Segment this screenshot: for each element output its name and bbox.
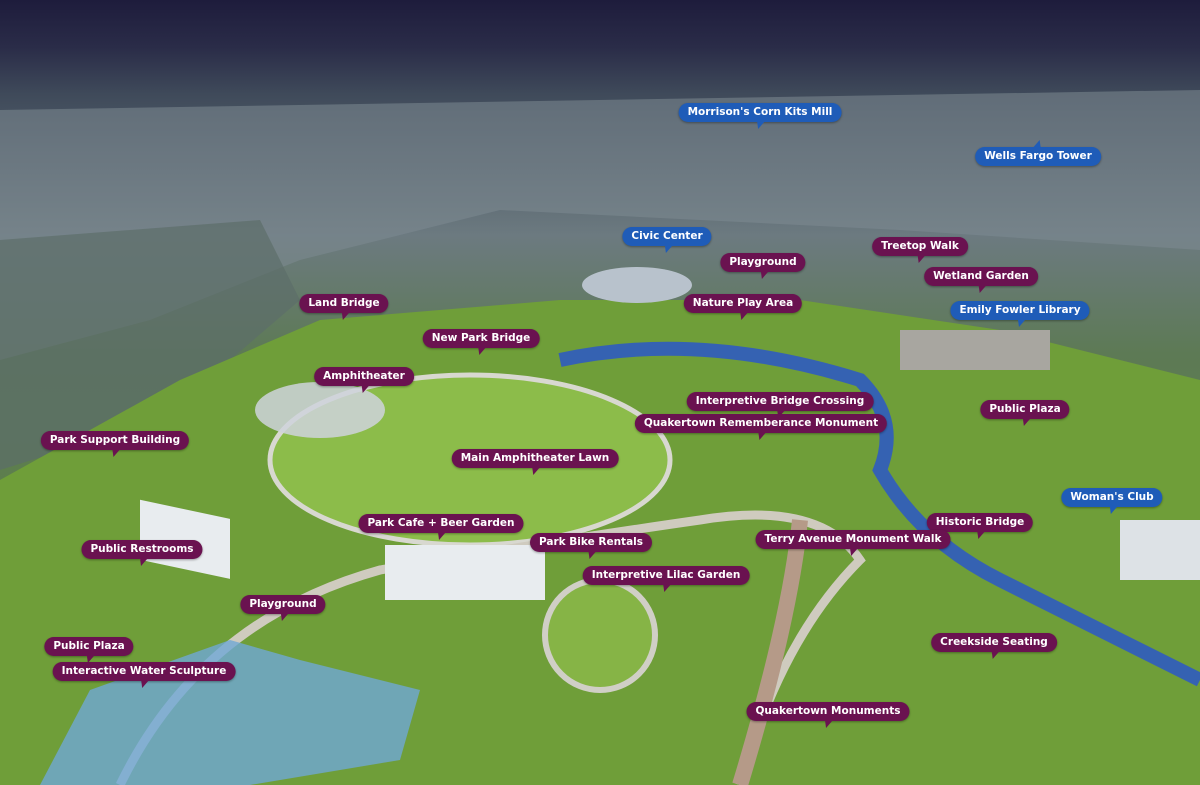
landmark-womans-club[interactable]: Woman's Club: [1061, 488, 1163, 507]
walking-path: [115, 510, 866, 785]
left-neighborhood: [0, 220, 300, 470]
feature-terry-avenue-monument-walk[interactable]: Terry Avenue Monument Walk: [755, 530, 951, 549]
feature-main-amphitheater-lawn[interactable]: Main Amphitheater Lawn: [451, 449, 619, 468]
feature-creekside-seating[interactable]: Creekside Seating: [931, 633, 1057, 652]
landmark-emily-fowler-library[interactable]: Emily Fowler Library: [950, 301, 1090, 320]
feature-park-cafe-beer-garden[interactable]: Park Cafe + Beer Garden: [358, 514, 524, 533]
feature-playground-north[interactable]: Playground: [720, 253, 806, 272]
feature-land-bridge[interactable]: Land Bridge: [299, 294, 389, 313]
feature-public-plaza-west[interactable]: Public Plaza: [44, 637, 134, 656]
feature-wetland-garden[interactable]: Wetland Garden: [924, 267, 1038, 286]
feature-interpretive-lilac-garden[interactable]: Interpretive Lilac Garden: [582, 566, 750, 585]
lilac-garden: [542, 577, 658, 693]
feature-amphitheater[interactable]: Amphitheater: [314, 367, 414, 386]
feature-historic-bridge[interactable]: Historic Bridge: [926, 513, 1034, 532]
feature-public-plaza-east[interactable]: Public Plaza: [980, 400, 1070, 419]
landmark-wells-fargo-tower[interactable]: Wells Fargo Tower: [975, 147, 1101, 166]
library-building: [900, 330, 1050, 370]
city-district: [0, 90, 1200, 360]
feature-interpretive-bridge-crossing[interactable]: Interpretive Bridge Crossing: [686, 392, 874, 411]
feature-new-park-bridge[interactable]: New Park Bridge: [422, 329, 540, 348]
feature-quakertown-rememberance-monument[interactable]: Quakertown Rememberance Monument: [634, 414, 888, 433]
landmark-civic-center[interactable]: Civic Center: [622, 227, 712, 246]
feature-quakertown-monuments[interactable]: Quakertown Monuments: [746, 702, 910, 721]
feature-playground-south[interactable]: Playground: [240, 595, 326, 614]
feature-interactive-water-sculpture[interactable]: Interactive Water Sculpture: [52, 662, 236, 681]
feature-public-restrooms[interactable]: Public Restrooms: [81, 540, 203, 559]
landmark-morrisons-mill[interactable]: Morrison's Corn Kits Mill: [678, 103, 842, 122]
womans-club-building: [1120, 520, 1200, 580]
feature-nature-play-area[interactable]: Nature Play Area: [683, 294, 803, 313]
creek: [558, 341, 1200, 687]
feature-park-bike-rentals[interactable]: Park Bike Rentals: [529, 533, 653, 552]
feature-treetop-walk[interactable]: Treetop Walk: [872, 237, 968, 256]
civic-center-building: [582, 267, 692, 303]
feature-park-support-building[interactable]: Park Support Building: [40, 431, 190, 450]
amphitheater-stage: [255, 382, 385, 438]
park-cafe-building: [385, 545, 545, 600]
